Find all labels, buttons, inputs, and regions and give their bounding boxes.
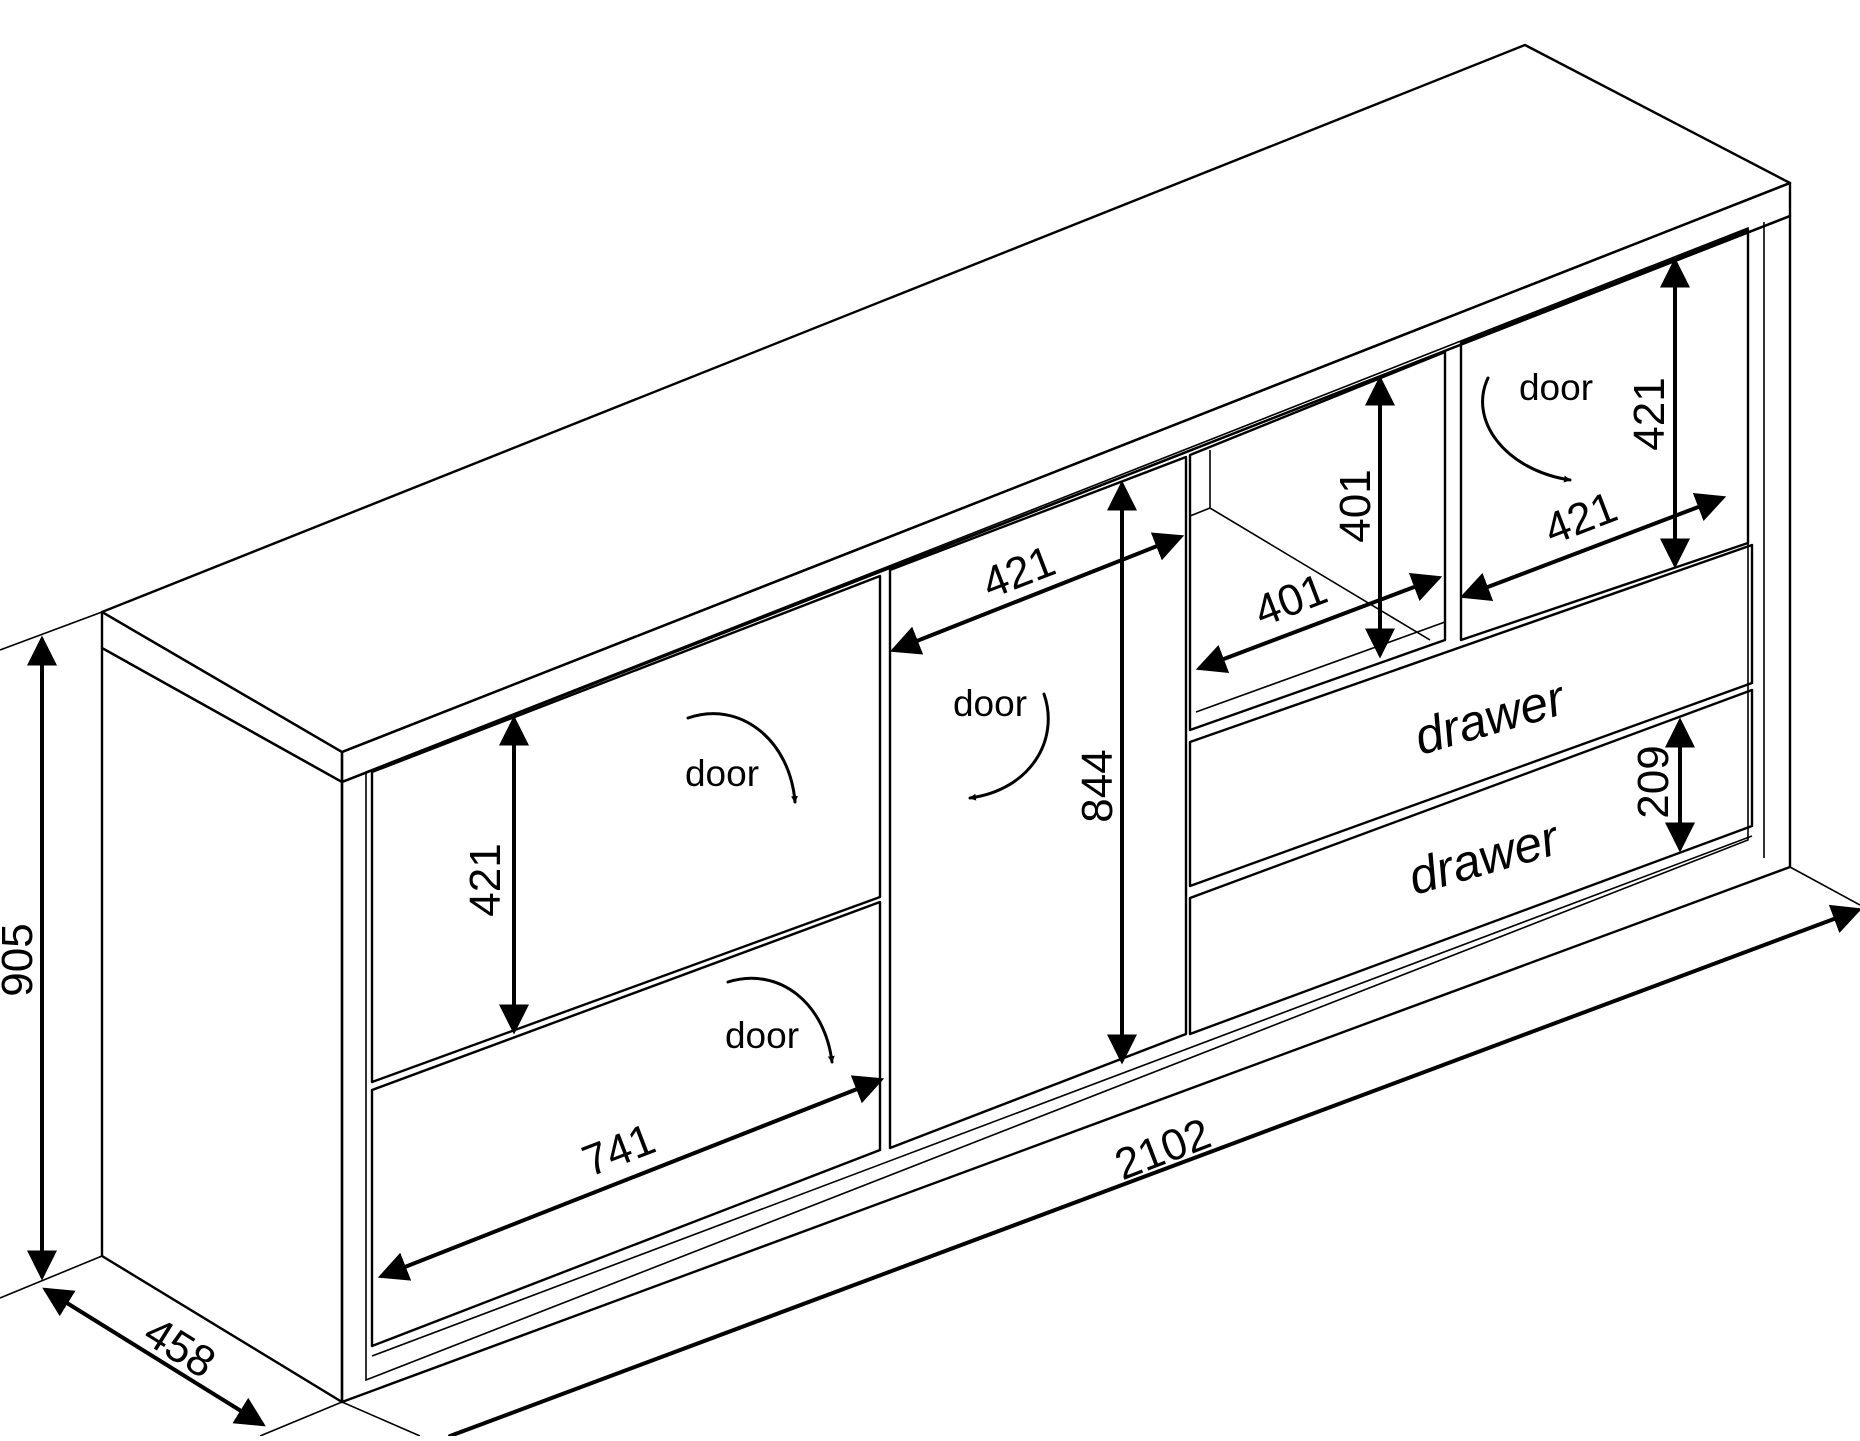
right-door-width-label: 421: [1538, 482, 1624, 554]
door-label-lower-left: door: [725, 1015, 799, 1056]
niche-back-edge: [1189, 507, 1211, 517]
right-upper-door: [1459, 228, 1750, 642]
left-upper-door-swing-icon: [686, 712, 799, 804]
overall-height-label: 905: [0, 923, 42, 996]
floor-line-depth: [259, 1401, 343, 1437]
niche-height-label: 401: [1331, 469, 1380, 542]
drawer-label-upper: drawer: [1408, 669, 1573, 766]
drawer-label-lower: drawer: [1402, 809, 1567, 906]
door-opening-curls: [686, 376, 1572, 1064]
dimension-arrows: [27, 257, 1860, 1438]
middle-door-swing-icon: [968, 692, 1050, 801]
middle-door-height-label: 844: [1073, 749, 1122, 822]
door-label-upper-right: door: [1519, 367, 1593, 408]
niche-shelf-edge: [1195, 621, 1446, 713]
open-niche: [1188, 350, 1447, 732]
right-door-height-label: 421: [1625, 377, 1674, 450]
overall-depth-label: 458: [136, 1307, 224, 1387]
cabinet-outline: [0, 43, 1860, 1437]
door-label-upper-left: door: [685, 753, 759, 794]
base-band-line: [371, 835, 1753, 1357]
middle-door-width-label: 421: [976, 536, 1062, 608]
right-upper-door-swing-icon: [1481, 376, 1572, 483]
left-width-label: 741: [576, 1114, 662, 1186]
left-lower-door-swing-icon: [726, 976, 835, 1064]
overall-depth-arrow: [42, 1287, 266, 1427]
drawer-height-label: 209: [1629, 745, 1678, 818]
top-slab-side-edge: [100, 610, 344, 784]
floor-line-front: [341, 1401, 421, 1437]
top-slab-front-edge: [340, 181, 1792, 784]
front-inner-frame: [365, 226, 1749, 1382]
left-side-panel: [100, 646, 344, 1404]
top-extension-left: [0, 611, 103, 651]
left-door-height-label: 421: [461, 843, 510, 916]
door-label-middle: door: [953, 683, 1027, 724]
overall-width-label: 2102: [1108, 1109, 1217, 1190]
lower-drawer: [1188, 688, 1754, 1036]
niche-width-arrow: [1195, 572, 1443, 674]
floor-line-right: [1789, 866, 1860, 906]
middle-door: [888, 455, 1188, 1150]
left-upper-door: [370, 574, 882, 1084]
left-width-arrow: [377, 1075, 885, 1281]
upper-drawer: [1188, 543, 1754, 888]
overall-width-arrow: [448, 904, 1860, 1438]
right-door-width-arrow: [1459, 493, 1727, 601]
